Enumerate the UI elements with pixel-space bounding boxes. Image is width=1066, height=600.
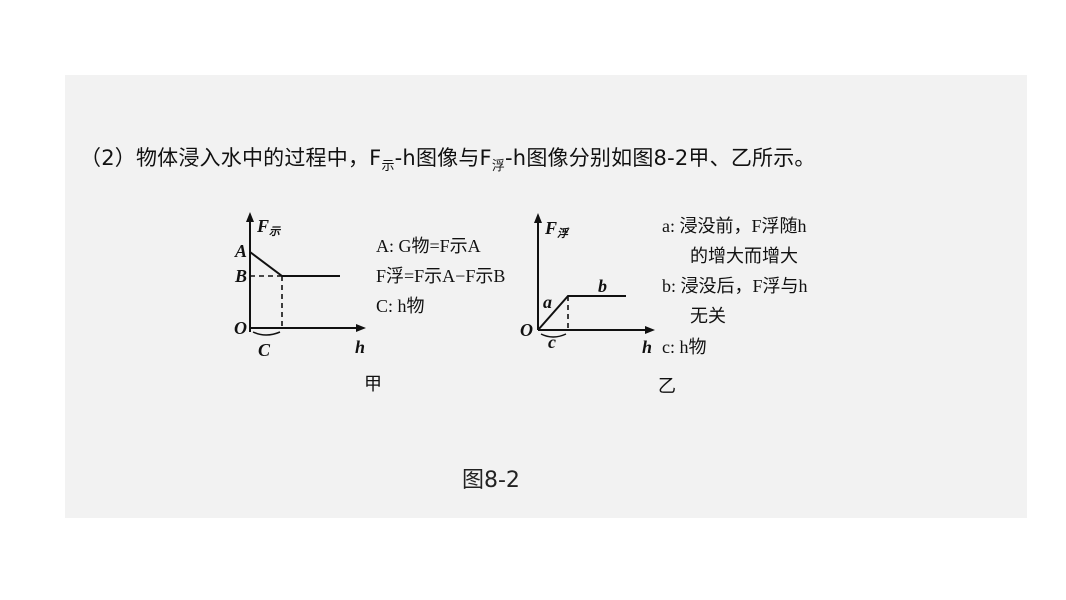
jia-note-2: F浮=F示A−F示B xyxy=(376,266,505,286)
graph-yi: F浮 a b O c h a: 浸没前，F浮随h 的增大而增大 b: 浸没后，F… xyxy=(520,213,808,397)
yi-note-1: a: 浸没前，F浮随h xyxy=(662,216,807,236)
yi-note-2: 的增大而增大 xyxy=(690,246,798,266)
jia-point-c: C xyxy=(258,340,271,360)
section-heading: （2）物体浸入水中的过程中，F示-h图像与F浮-h图像分别如图8-2甲、乙所示。 xyxy=(80,146,816,174)
jia-point-b: B xyxy=(234,266,247,286)
jia-y-axis-label: F示 xyxy=(256,216,282,238)
jia-note-1: A: G物=F示A xyxy=(376,236,481,256)
jia-point-a: A xyxy=(234,241,247,261)
jia-x-axis-label: h xyxy=(355,337,365,357)
yi-seg-b: b xyxy=(598,276,607,296)
yi-x-axis-label: h xyxy=(642,337,652,357)
yi-y-axis-label: F浮 xyxy=(544,218,570,240)
jia-origin: O xyxy=(234,318,247,338)
yi-note-4: 无关 xyxy=(690,306,726,326)
jia-label: 甲 xyxy=(364,374,382,395)
jia-note-3: C: h物 xyxy=(376,296,425,316)
graph-jia: F示 A B O C h A: G物=F示A F浮=F示A−F示B C: h物 … xyxy=(234,212,505,395)
yi-seg-a: a xyxy=(543,292,552,312)
yi-note-3: b: 浸没后，F浮与h xyxy=(662,276,808,296)
content-panel xyxy=(65,75,1027,518)
yi-note-5: c: h物 xyxy=(662,337,707,357)
yi-label: 乙 xyxy=(658,376,676,397)
yi-point-c: c xyxy=(548,332,556,352)
figure-caption: 图8-2 xyxy=(462,468,520,493)
yi-origin: O xyxy=(520,320,533,340)
